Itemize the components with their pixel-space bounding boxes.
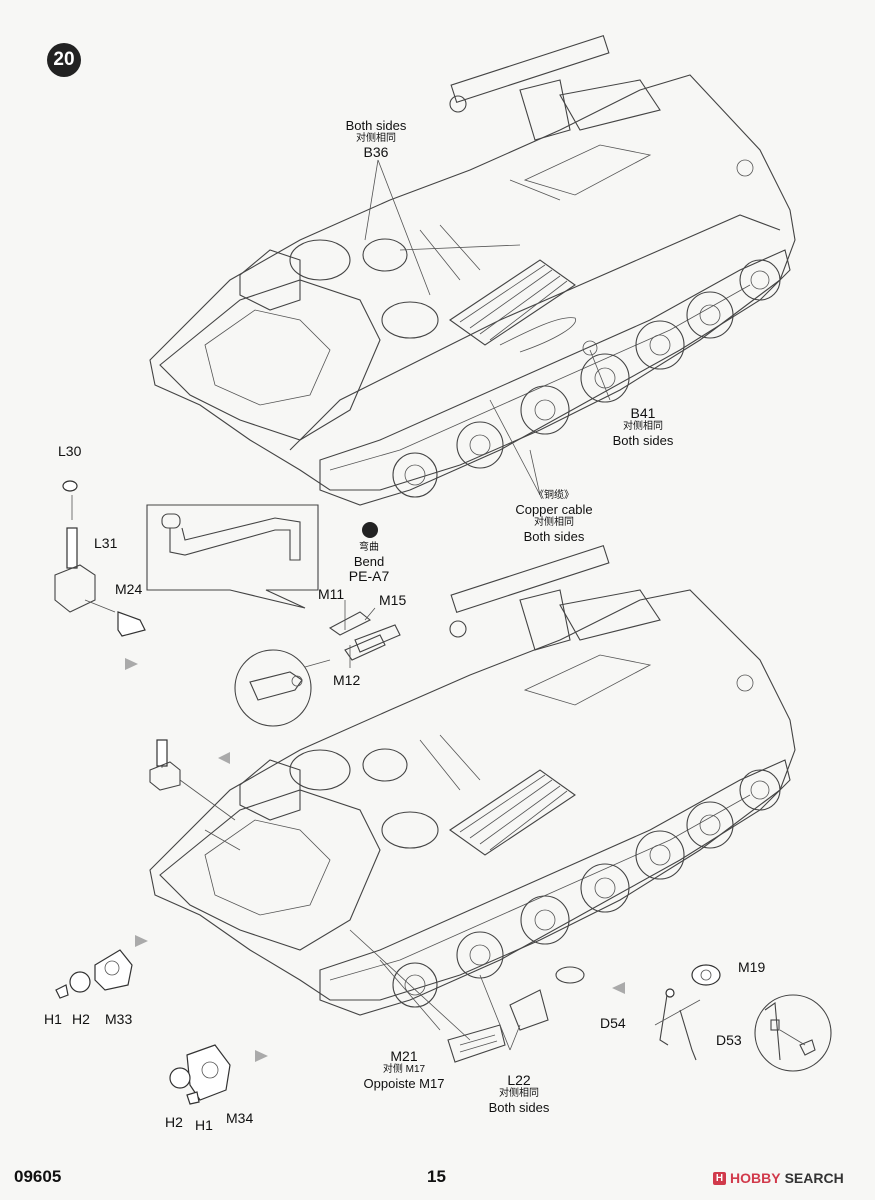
label-m15: M15 — [379, 592, 407, 608]
bottom-vehicle-drawing — [149, 545, 796, 1063]
headlight-parts-left — [55, 949, 133, 999]
label-b36-en: Both sides — [345, 118, 407, 133]
watermark-brand: H HOBBY SEARCH — [713, 1170, 844, 1186]
label-l30: L30 — [58, 443, 82, 459]
detail-circle-left — [234, 649, 331, 727]
brand-logo-icon: H — [713, 1171, 726, 1185]
label-b41-en: Both sides — [612, 433, 674, 448]
bend-callout — [146, 504, 378, 609]
mirror-parts-drawing — [654, 964, 721, 1061]
brand-name-a: HOBBY — [730, 1170, 781, 1186]
label-m34: M34 — [226, 1110, 254, 1126]
label-b41-part: B41 — [630, 405, 656, 421]
kit-code: 09605 — [14, 1167, 62, 1186]
arrow-icon — [612, 982, 625, 994]
arrow-icon — [125, 658, 138, 670]
label-bend-part: PE-A7 — [348, 568, 390, 584]
label-b41-cn: 对侧相同 — [623, 421, 663, 432]
label-b36: Both sides 对侧相同 B36 — [340, 118, 412, 160]
label-bend-en: Bend — [353, 554, 385, 569]
label-h2-left: H2 — [72, 1011, 90, 1027]
detail-circle-right — [754, 994, 832, 1072]
headlight-parts-bottom — [169, 1044, 231, 1105]
label-b41: B41 对侧相同 Both sides — [604, 405, 682, 449]
label-copper-cable: 《铜缆》 Copper cable 对侧相同 Both sides — [508, 490, 600, 544]
label-copper-cn: 《铜缆》 — [534, 490, 574, 501]
label-m33: M33 — [105, 1011, 133, 1027]
label-l22-en: Both sides — [488, 1100, 550, 1115]
label-m12: M12 — [333, 672, 361, 688]
label-copper-en2: Both sides — [523, 529, 585, 544]
label-copper-cn2: 对侧相同 — [534, 517, 574, 528]
antenna-parts-drawing — [54, 480, 146, 637]
label-bend: 弯曲 Bend PE-A7 — [343, 542, 395, 584]
top-vehicle-drawing — [149, 35, 796, 506]
label-m11: M11 — [318, 586, 345, 602]
label-h1-bottom: H1 — [195, 1117, 213, 1133]
label-m21-en: Oppoiste M17 — [363, 1076, 445, 1091]
arrow-icon — [255, 1050, 268, 1062]
label-b36-part: B36 — [363, 144, 389, 160]
label-d54: D54 — [600, 1015, 626, 1031]
label-l22: L22 对侧相同 Both sides — [484, 1072, 554, 1116]
label-h1-left: H1 — [44, 1011, 62, 1027]
label-h2-bottom: H2 — [165, 1114, 183, 1130]
label-m21-part: M21 — [390, 1048, 418, 1064]
bend-symbol-icon — [362, 522, 378, 538]
label-copper-en: Copper cable — [515, 502, 593, 517]
label-m21-cn: 对侧 M17 — [382, 1064, 426, 1075]
label-l31: L31 — [94, 535, 118, 551]
arrow-icon — [218, 752, 230, 764]
step-number-badge: 20 — [47, 43, 81, 77]
label-bend-cn: 弯曲 — [359, 542, 379, 553]
brand-name-b: SEARCH — [784, 1170, 844, 1186]
label-l22-part: L22 — [507, 1072, 531, 1088]
direction-arrows — [125, 658, 625, 1062]
page-number: 15 — [427, 1167, 446, 1186]
pe-parts-drawing — [328, 600, 401, 668]
arrow-icon — [135, 935, 148, 947]
label-m24: M24 — [115, 581, 143, 597]
label-d53: D53 — [716, 1032, 742, 1048]
label-l22-cn: 对侧相同 — [499, 1088, 539, 1099]
label-b36-cn: 对侧相同 — [356, 133, 396, 144]
label-m19: M19 — [738, 959, 766, 975]
label-m21: M21 对侧 M17 Oppoiste M17 — [360, 1048, 448, 1092]
